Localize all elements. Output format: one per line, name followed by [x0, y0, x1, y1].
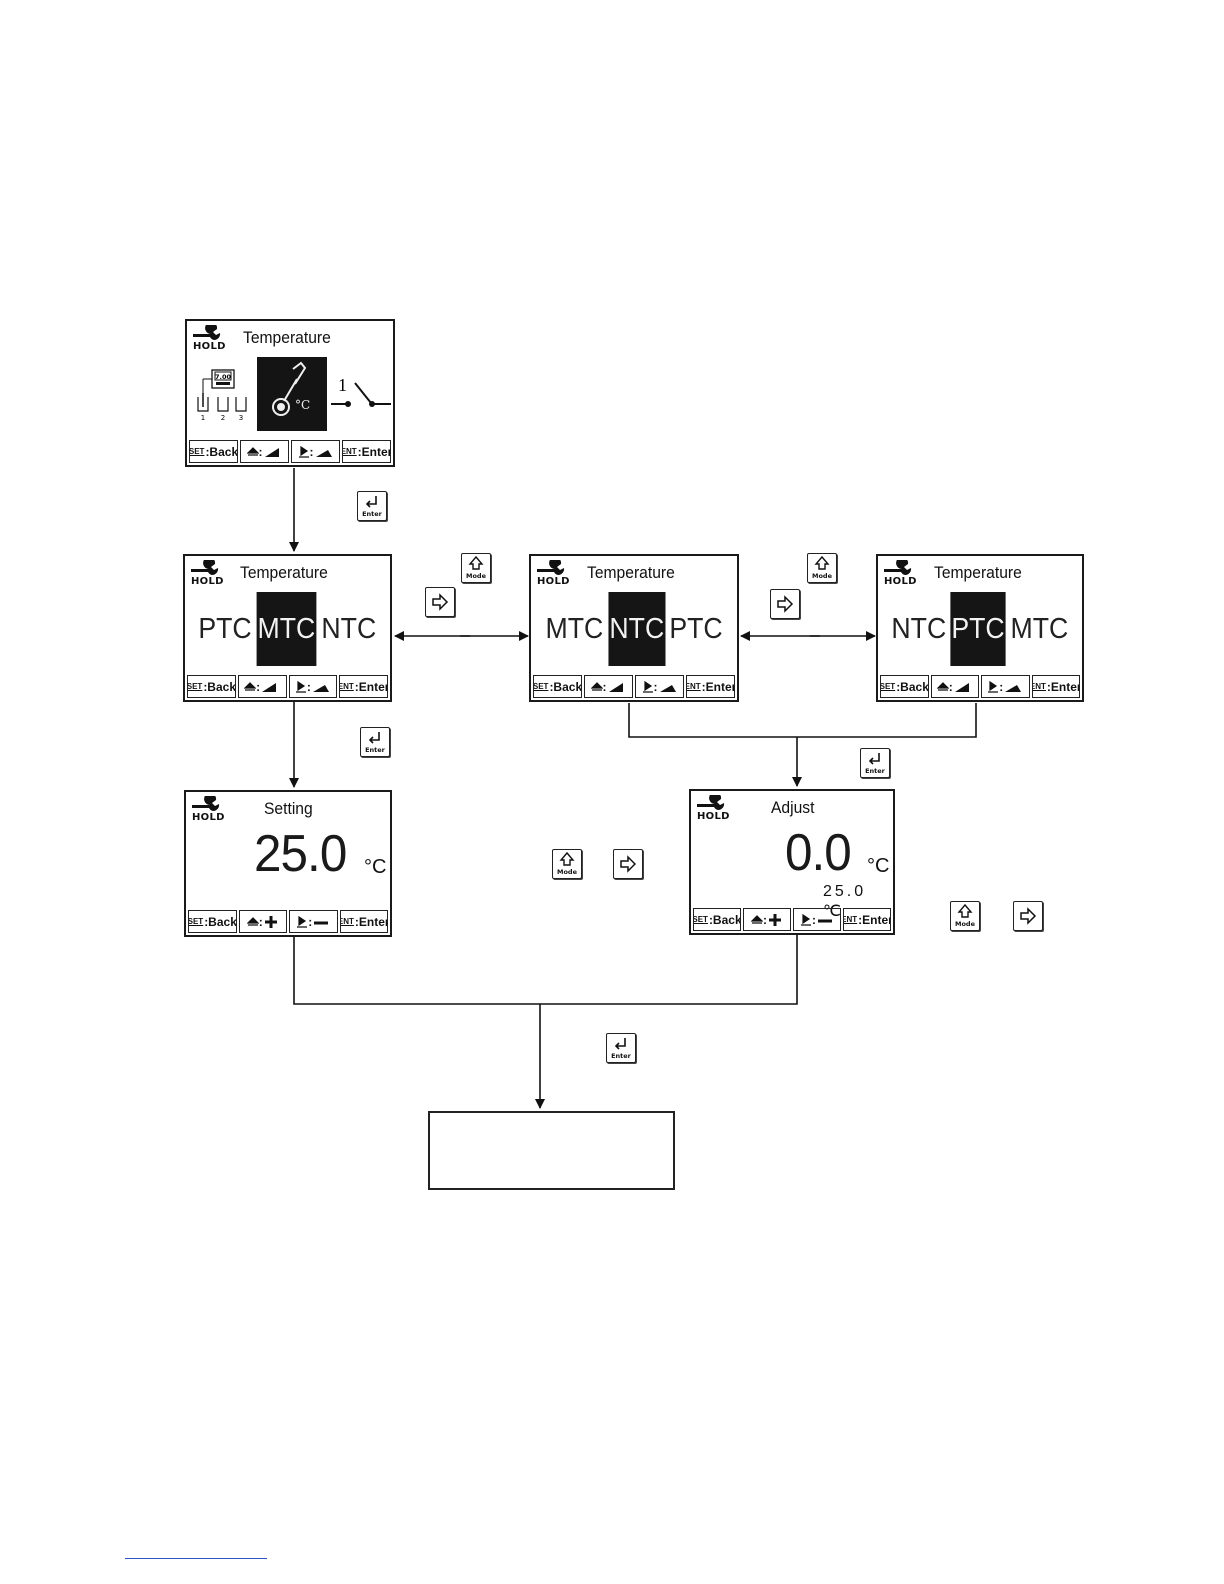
- mode-key-icon[interactable]: Mode: [461, 553, 491, 583]
- sensor-type-options: MTC NTC PTC: [531, 592, 737, 666]
- adjust-value: 0.0: [785, 823, 851, 883]
- softkey-right[interactable]: :: [289, 675, 338, 698]
- softkey-increase[interactable]: :: [743, 908, 791, 931]
- softkey-enter[interactable]: ENT:Enter: [342, 440, 391, 463]
- hold-label: HOLD: [537, 576, 570, 587]
- softkey-back[interactable]: SET:Back: [189, 440, 238, 463]
- softkey-bar: SET:Back : : ENT:Enter: [187, 675, 388, 698]
- right-arrow-key-icon[interactable]: [425, 587, 455, 617]
- option-ptc[interactable]: PTC: [199, 613, 252, 646]
- adjust-unit: °C: [867, 855, 889, 878]
- thermometer-unit: °C: [295, 398, 310, 412]
- softkey-enter[interactable]: ENT:Enter: [339, 675, 388, 698]
- right-arrow-key-icon[interactable]: [613, 849, 643, 879]
- screen-temperature-intro: HOLD Temperature 7.00 1 2 3 °C 1: [185, 319, 395, 467]
- minus-icon: [816, 913, 834, 927]
- softkey-enter[interactable]: ENT:Enter: [1032, 675, 1081, 698]
- screen-title: Adjust: [771, 798, 814, 818]
- hold-label: HOLD: [884, 576, 917, 587]
- enter-key-icon[interactable]: Enter: [360, 727, 390, 757]
- screen-select-ntc: HOLD Temperature MTC NTC PTC SET:Back : …: [529, 554, 739, 702]
- mode-key-icon[interactable]: Mode: [552, 849, 582, 879]
- softkey-enter[interactable]: ENT:Enter: [686, 675, 735, 698]
- softkey-up[interactable]: :: [240, 440, 289, 463]
- merge-ntc-ptc: [629, 703, 976, 737]
- plus-icon: [263, 915, 279, 929]
- hold-wrench-icon: HOLD: [535, 560, 569, 588]
- switch-icon: 1: [329, 371, 395, 417]
- sensor-type-options: NTC PTC MTC: [878, 592, 1082, 666]
- softkey-right[interactable]: :: [635, 675, 684, 698]
- enter-key-icon[interactable]: Enter: [606, 1033, 636, 1063]
- merge-setting-adjust: [294, 935, 797, 1004]
- hold-wrench-icon: HOLD: [695, 795, 729, 823]
- softkey-back[interactable]: SET:Back: [880, 675, 929, 698]
- option-ntc-selected[interactable]: NTC: [608, 592, 665, 666]
- switch-number: 1: [338, 375, 347, 395]
- option-ptc-selected[interactable]: PTC: [951, 592, 1006, 666]
- softkey-decrease[interactable]: :: [793, 908, 841, 931]
- option-ptc[interactable]: PTC: [670, 613, 723, 646]
- hold-label: HOLD: [697, 811, 730, 822]
- screen-title: Temperature: [240, 563, 328, 583]
- option-mtc[interactable]: MTC: [545, 613, 603, 646]
- softkey-bar: SET:Back : : ENT:Enter: [693, 908, 891, 931]
- right-arrow-key-icon[interactable]: [1013, 901, 1043, 931]
- softkey-right[interactable]: :: [981, 675, 1030, 698]
- screen-setting: HOLD Setting 25.0 °C SET:Back : : ENT:En…: [184, 790, 392, 937]
- minus-icon: [312, 915, 330, 929]
- screen-select-ptc: HOLD Temperature NTC PTC MTC SET:Back : …: [876, 554, 1084, 702]
- screen-select-mtc: HOLD Temperature PTC MTC NTC SET:Back : …: [183, 554, 392, 702]
- softkey-back[interactable]: SET:Back: [693, 908, 741, 931]
- setting-value: 25.0: [254, 824, 346, 884]
- softkey-back[interactable]: SET:Back: [533, 675, 582, 698]
- mode-key-icon[interactable]: Mode: [950, 901, 980, 931]
- sensor-type-options: PTC MTC NTC: [185, 592, 390, 666]
- hold-label: HOLD: [192, 812, 225, 823]
- option-ntc[interactable]: NTC: [321, 613, 376, 646]
- hold-wrench-icon: HOLD: [190, 796, 224, 824]
- softkey-bar: SET:Back : : ENT:Enter: [880, 675, 1080, 698]
- softkey-bar: SET:Back : : ENT:Enter: [189, 440, 391, 463]
- hold-label: HOLD: [193, 341, 226, 352]
- softkey-enter[interactable]: ENT:Enter: [843, 908, 891, 931]
- beaker-number-3: 3: [239, 414, 243, 421]
- beaker-number-2: 2: [221, 414, 225, 421]
- setting-unit: °C: [364, 856, 386, 879]
- softkey-bar: SET:Back : : ENT:Enter: [533, 675, 735, 698]
- option-ntc[interactable]: NTC: [891, 613, 946, 646]
- screen-title: Setting: [264, 799, 313, 819]
- sensor-beakers-icon: 7.00 1 2 3: [195, 367, 253, 421]
- option-mtc-selected[interactable]: MTC: [257, 592, 317, 666]
- hold-label: HOLD: [191, 576, 224, 587]
- mode-key-icon[interactable]: Mode: [807, 553, 837, 583]
- thermometer-icon: °C: [257, 357, 327, 431]
- softkey-enter[interactable]: ENT:Enter: [340, 910, 389, 933]
- footer-rule: [125, 1558, 267, 1559]
- softkey-up[interactable]: :: [238, 675, 287, 698]
- hold-wrench-icon: HOLD: [189, 560, 223, 588]
- hold-wrench-icon: HOLD: [191, 325, 225, 353]
- softkey-up[interactable]: :: [584, 675, 633, 698]
- right-arrow-key-icon[interactable]: [770, 589, 800, 619]
- plus-icon: [767, 913, 783, 927]
- beaker-number-1: 1: [201, 414, 205, 421]
- screen-title: Temperature: [587, 563, 675, 583]
- enter-key-icon[interactable]: Enter: [357, 491, 387, 521]
- option-mtc[interactable]: MTC: [1011, 613, 1069, 646]
- mini-meter-readout: 7.00: [215, 373, 232, 381]
- softkey-back[interactable]: SET:Back: [187, 675, 236, 698]
- softkey-right[interactable]: :: [291, 440, 340, 463]
- screen-title: Temperature: [243, 328, 331, 348]
- enter-key-icon[interactable]: Enter: [860, 748, 890, 778]
- screen-title: Temperature: [934, 563, 1022, 583]
- final-step-box: [428, 1111, 675, 1190]
- softkey-back[interactable]: SET:Back: [188, 910, 237, 933]
- softkey-increase[interactable]: :: [239, 910, 288, 933]
- hold-wrench-icon: HOLD: [882, 560, 916, 588]
- softkey-up[interactable]: :: [931, 675, 980, 698]
- screen-adjust: HOLD Adjust 0.0 °C 25.0 ℃ SET:Back : : E…: [689, 789, 895, 935]
- softkey-decrease[interactable]: :: [289, 910, 338, 933]
- softkey-bar: SET:Back : : ENT:Enter: [188, 910, 388, 933]
